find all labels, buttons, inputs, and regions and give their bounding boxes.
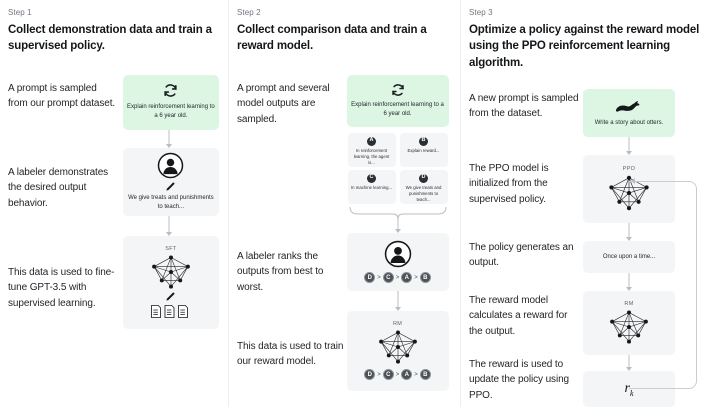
prompt-text: Explain reinforcement learning to a 6 ye…	[127, 104, 215, 120]
refresh-circle-icon	[391, 83, 405, 97]
ppo-tag: PPO	[622, 165, 636, 172]
ppo-feedback-loop	[629, 180, 697, 389]
step-2-title: Collect comparison data and train a rewa…	[237, 24, 427, 53]
arrow-labeler-to-sft	[165, 215, 173, 236]
step-2-graphics: Explain reinforcement learning to a 6 ye…	[343, 69, 450, 407]
caption-finetune-gpt: This data is used to fine-tune GPT-3.5 w…	[8, 266, 115, 309]
arrow-labeler-to-rm	[394, 290, 402, 311]
ppo-model-node[interactable]: PPO	[583, 154, 675, 223]
prompt-text: Explain reinforcement learning to a 6 ye…	[351, 101, 444, 117]
caption-prompt-and-outputs: A prompt and several model outputs are s…	[237, 82, 330, 125]
caption-update-policy: The reward is used to update the policy …	[469, 358, 569, 401]
step-3-captions: A new prompt is sampled from the dataset…	[469, 85, 579, 407]
reward-model-node[interactable]: RM	[583, 290, 675, 355]
output-text-c: In machine learning...	[350, 184, 393, 190]
output-letter-d: D	[419, 173, 429, 183]
output-box-b[interactable]: B Explain reward...	[399, 132, 448, 167]
caption-policy-generates: The policy generates an output.	[469, 241, 574, 269]
caption-prompt-sampled: A prompt is sampled from our prompt data…	[8, 82, 116, 110]
caption-labeler-demonstrates: A labeler demonstrates the desired outpu…	[8, 166, 109, 209]
rank-separator: >	[377, 371, 381, 378]
output-box-a[interactable]: A In reinforcement learning, the agent i…	[347, 132, 396, 167]
step-1-title: Collect demonstration data and train a s…	[8, 24, 212, 53]
arrow-prompt-to-labeler	[165, 129, 173, 148]
output-text-d: We give treats and punishments to teach.…	[405, 184, 442, 202]
documents-icon	[150, 304, 192, 319]
rank-separator: >	[414, 371, 418, 378]
caption-train-reward-model: This data is used to train our reward mo…	[237, 340, 344, 368]
ranking-row-labeler: D > C > A > B	[364, 272, 431, 284]
prompt-node[interactable]: Explain reinforcement learning to a 6 ye…	[346, 74, 449, 127]
step-1-label: Step 1	[8, 8, 32, 17]
rank-separator: >	[395, 274, 400, 281]
labeler-ranking-node[interactable]: D > C > A > B	[346, 232, 449, 291]
rank-separator: >	[414, 274, 418, 281]
step-1-captions: A prompt is sampled from our prompt data…	[8, 69, 117, 399]
step-3-column: Step 3 Optimize a policy against the rew…	[460, 0, 720, 407]
generated-output-text: Once upon a time...	[602, 253, 656, 260]
labeler-text: We give treats and punishments to teach.…	[128, 194, 214, 210]
output-letter-c: C	[367, 173, 377, 183]
reward-model-node[interactable]: RM	[346, 310, 449, 391]
rank-badge-1: D	[364, 369, 376, 381]
step-1-flow: A prompt is sampled from our prompt data…	[8, 69, 219, 399]
step-2-captions: A prompt and several model outputs are s…	[237, 69, 343, 407]
rank-badge-3: A	[401, 272, 413, 284]
output-text-b: Explain reward...	[407, 147, 440, 153]
refresh-circle-icon	[163, 83, 178, 98]
rank-badge-1: D	[364, 272, 376, 284]
rank-separator: >	[377, 274, 381, 281]
arrow-output-to-rm	[625, 272, 633, 291]
step-2-flow: A prompt and several model outputs are s…	[237, 69, 450, 407]
caption-new-prompt: A new prompt is sampled from the dataset…	[469, 92, 579, 120]
rank-badge-3: A	[401, 369, 413, 381]
neural-network-icon	[148, 254, 194, 290]
labeler-node[interactable]: We give treats and punishments to teach.…	[122, 147, 219, 216]
output-box-c[interactable]: C In machine learning...	[347, 169, 396, 204]
rank-badge-4: B	[419, 369, 431, 381]
step-2-column: Step 2 Collect comparison data and train…	[228, 0, 460, 407]
caption-ppo-initialized: The PPO model is initialized from the su…	[469, 162, 549, 205]
ranking-row-rm: D > C > A > B	[364, 369, 431, 381]
step-3-graphics: Write a story about otters. PPO	[579, 85, 707, 407]
arrow-ppo-to-output	[625, 222, 633, 241]
caption-labeler-ranks: A labeler ranks the outputs from best to…	[237, 250, 324, 293]
pen-icon	[165, 181, 176, 192]
arrow-outputs-to-labeler	[394, 218, 402, 233]
prompt-node[interactable]: Write a story about otters.	[583, 88, 675, 137]
rank-badge-2: C	[382, 369, 394, 381]
reward-symbol: rk	[624, 380, 634, 398]
step-1-graphics: Explain reinforcement learning to a 6 ye…	[117, 69, 219, 399]
arrow-prompt-to-ppo	[625, 136, 633, 155]
pen-icon	[165, 291, 176, 302]
output-letter-a: A	[367, 136, 377, 146]
step-3-flow: A new prompt is sampled from the dataset…	[469, 85, 710, 407]
arrow-rm-to-reward	[625, 354, 633, 371]
otter-icon	[614, 99, 644, 114]
ppo-feedback-arrowhead	[631, 177, 635, 184]
sft-tag: SFT	[165, 245, 177, 252]
prompt-node[interactable]: Explain reinforcement learning to a 6 ye…	[122, 74, 219, 130]
rank-badge-2: C	[382, 272, 394, 284]
rank-separator: >	[395, 371, 400, 378]
output-box-d[interactable]: D We give treats and punishments to teac…	[399, 169, 448, 204]
rank-badge-4: B	[419, 272, 431, 284]
caption-reward-calculated: The reward model calculates a reward for…	[469, 294, 568, 337]
output-letter-b: B	[419, 136, 429, 146]
generated-output-node[interactable]: Once upon a time...	[583, 240, 675, 273]
output-text-a: In reinforcement learning, the agent is.…	[353, 147, 390, 165]
prompt-text: Write a story about otters.	[594, 119, 664, 126]
rm-tag: RM	[392, 321, 403, 328]
reward-value-node[interactable]: rk	[583, 370, 675, 407]
person-circle-icon	[157, 152, 184, 179]
step-3-label: Step 3	[469, 8, 493, 17]
rm-tag: RM	[624, 300, 634, 307]
neural-network-icon	[375, 329, 421, 365]
step-1-column: Step 1 Collect demonstration data and tr…	[0, 0, 228, 407]
sft-model-node[interactable]: SFT	[122, 235, 219, 329]
step-2-label: Step 2	[237, 8, 261, 17]
neural-network-icon	[606, 309, 652, 345]
person-circle-icon	[384, 240, 412, 268]
step-3-title: Optimize a policy against the reward mod…	[469, 24, 700, 69]
